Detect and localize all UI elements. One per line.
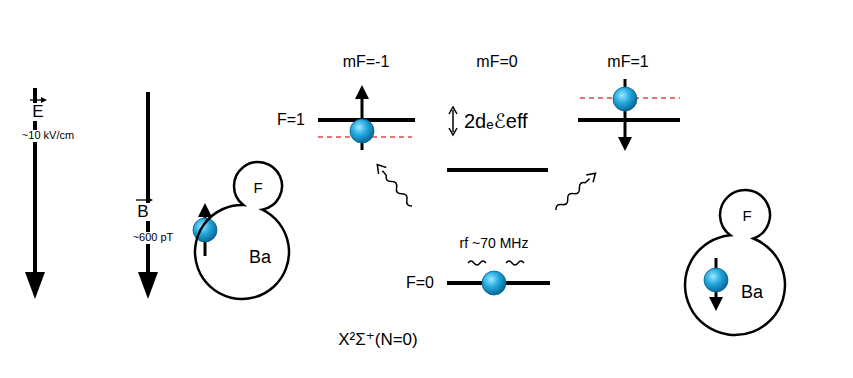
molecule-outline: F Ba xyxy=(682,187,788,338)
field-name: E xyxy=(30,103,45,121)
sublevel-label: mF=0 xyxy=(476,54,517,71)
sublevel-label: mF=-1 xyxy=(343,54,390,71)
rf-label: rf ~70 MHz xyxy=(460,236,529,251)
arrow-head xyxy=(138,272,158,299)
rf-wave xyxy=(468,261,486,265)
rf-wave xyxy=(506,261,524,265)
arrow-head xyxy=(198,203,212,217)
arrow-head xyxy=(618,137,632,151)
electron-ball xyxy=(613,87,637,111)
atom-label: Ba xyxy=(249,248,271,266)
field-value: ~10 kV/cm xyxy=(20,130,76,142)
field-name: B xyxy=(135,203,150,221)
molecule-shape xyxy=(682,187,788,338)
rf-wave-arrow xyxy=(373,161,415,209)
state-label: X²Σ⁺(N=0) xyxy=(338,331,417,349)
arrow-head xyxy=(355,85,369,99)
splitting-arrow xyxy=(449,107,457,114)
atom-label: F xyxy=(742,208,751,223)
vector-mark xyxy=(30,99,42,100)
electron-ball xyxy=(482,271,506,295)
splitting-arrow xyxy=(452,110,454,132)
electron-ball xyxy=(350,119,374,143)
splitting-arrow xyxy=(449,128,457,135)
rf-wave-arrow xyxy=(553,170,599,214)
field-arrow xyxy=(146,92,150,276)
molecule-outline: F Ba xyxy=(192,159,292,302)
atom-label: Ba xyxy=(741,283,763,301)
vector-mark xyxy=(136,199,148,200)
arrow-head xyxy=(709,297,723,311)
energy-level xyxy=(447,168,548,172)
level-label: F=1 xyxy=(277,112,305,129)
level-label: F=0 xyxy=(406,275,434,292)
electron-ball xyxy=(704,268,728,292)
atom-label: F xyxy=(253,180,262,195)
sublevel-label: mF=1 xyxy=(607,54,648,71)
molecule-shape xyxy=(192,159,292,302)
molecule-outline-path xyxy=(685,190,785,335)
splitting-label: 2dₑℰeff xyxy=(464,111,528,132)
field-value: ~600 pT xyxy=(131,232,176,244)
arrow-head xyxy=(25,272,45,299)
molecule-outline-path xyxy=(195,162,289,299)
energy-level xyxy=(578,118,680,122)
